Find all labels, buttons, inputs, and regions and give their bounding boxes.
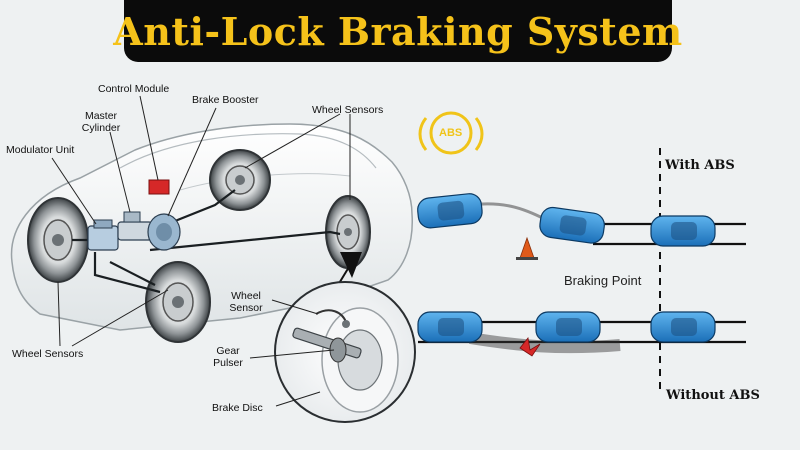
control-module bbox=[148, 179, 170, 195]
car-with-abs-end bbox=[650, 215, 716, 247]
label-wheel-sensors-bottom: Wheel Sensors bbox=[12, 348, 84, 360]
car-without-abs-middle bbox=[535, 311, 601, 343]
abs-warning-icon bbox=[418, 111, 484, 155]
wheel-rear-left bbox=[209, 149, 271, 211]
label-control-module: Control Module bbox=[98, 83, 170, 95]
car-with-abs-middle bbox=[539, 206, 605, 244]
label-with-abs: With ABS bbox=[665, 158, 735, 173]
label-modulator-unit: Modulator Unit bbox=[6, 144, 75, 156]
crash-marker bbox=[519, 337, 541, 357]
detail-view bbox=[274, 281, 416, 423]
page-title: Anti-Lock Braking System bbox=[113, 8, 683, 54]
master-cylinder bbox=[117, 211, 153, 241]
brake-booster bbox=[147, 213, 181, 251]
car-without-abs-end bbox=[650, 311, 716, 343]
label-without-abs: Without ABS bbox=[666, 388, 760, 403]
label-brake-disc: Brake Disc bbox=[212, 402, 263, 414]
label-wheel-sensor: Wheel Sensor bbox=[229, 290, 263, 314]
car-without-abs-start bbox=[417, 311, 483, 343]
wheel-front-right bbox=[145, 261, 211, 343]
label-brake-booster: Brake Booster bbox=[192, 94, 259, 106]
label-master-cylinder: Master Cylinder bbox=[81, 110, 121, 134]
label-gear-pulser: Gear Pulser bbox=[213, 345, 243, 369]
car-roof-line bbox=[119, 133, 377, 169]
label-wheel-sensors-top: Wheel Sensors bbox=[312, 104, 384, 116]
car-with-abs-start bbox=[417, 193, 483, 229]
title-banner: Anti-Lock Braking System bbox=[113, 0, 682, 62]
pointer-lines bbox=[51, 95, 351, 347]
abs-icon-text: ABS bbox=[439, 127, 463, 139]
detail-pointers bbox=[249, 299, 335, 407]
traffic-cone bbox=[516, 236, 538, 260]
label-braking-point: Braking Point bbox=[564, 273, 642, 288]
skid-marks bbox=[469, 332, 621, 354]
